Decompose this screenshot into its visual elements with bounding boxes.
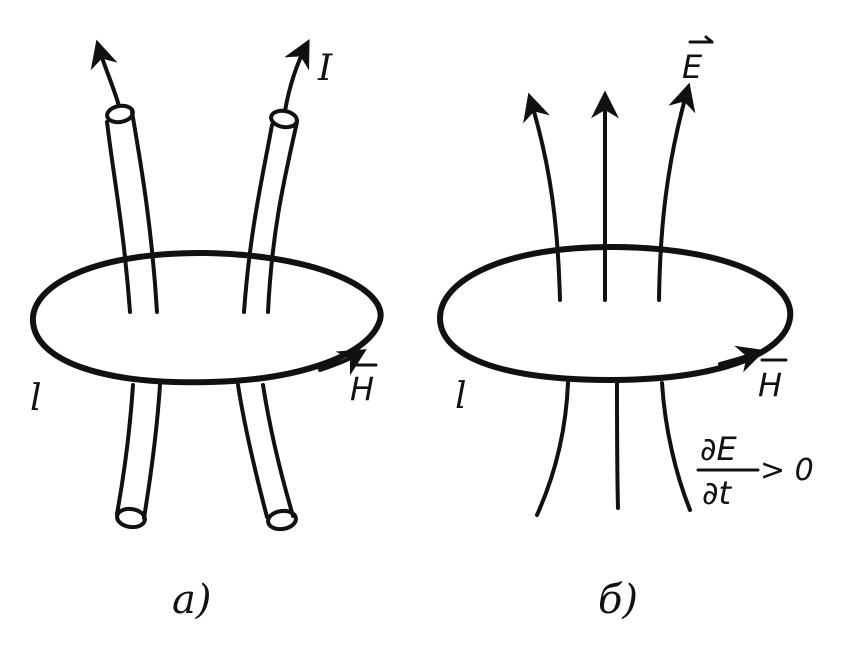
derivative-expression: ∂E ∂t > 0 — [696, 430, 814, 512]
field-h-arrow-a — [318, 349, 367, 376]
label-field-h-b: H — [758, 358, 788, 404]
current-arrow-right — [283, 39, 310, 113]
panel-a: I l H a) — [29, 39, 384, 623]
contour-loop-a — [29, 249, 384, 386]
field-e-line-right-lower — [660, 381, 692, 512]
field-e-line-right-upper — [657, 82, 696, 302]
label-contour-l-b: l — [455, 376, 467, 417]
wire-left-lower — [115, 383, 162, 530]
field-e-line-left-upper — [523, 92, 562, 302]
current-arrow-left — [90, 39, 121, 108]
field-e-line-left-lower — [535, 381, 570, 517]
label-field-h-a: H — [350, 363, 378, 408]
svg-text:H: H — [758, 366, 782, 404]
svg-text:H: H — [350, 370, 374, 408]
caption-a: a) — [172, 577, 211, 623]
svg-text:> 0: > 0 — [760, 453, 814, 488]
caption-b: б) — [598, 577, 638, 623]
svg-text:∂t: ∂t — [702, 474, 733, 512]
panel-b: E l H ∂E ∂t > 0 б) — [437, 35, 814, 623]
contour-loop-b — [437, 243, 794, 383]
field-h-arrow-b — [718, 345, 766, 373]
svg-text:∂E: ∂E — [700, 430, 738, 468]
field-e-line-middle-lower — [615, 381, 620, 510]
label-field-e: E — [682, 35, 714, 86]
wire-right-lower — [236, 383, 298, 532]
wire-right-upper — [242, 108, 299, 314]
svg-text:E: E — [682, 48, 703, 86]
label-current-i: I — [317, 48, 333, 89]
wire-left-upper — [105, 103, 159, 314]
label-contour-l-a: l — [30, 378, 42, 419]
